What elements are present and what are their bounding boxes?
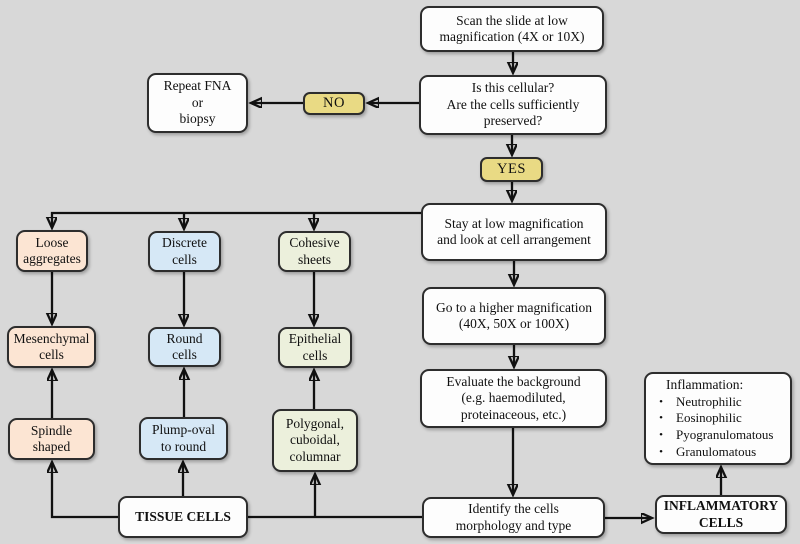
node-epithelial-cells: Epithelial cells xyxy=(278,327,352,368)
node-scan-slide: Scan the slide at low magnification (4X … xyxy=(420,6,604,52)
node-cellular-check: Is this cellular? Are the cells sufficie… xyxy=(419,75,607,135)
bullet-icon: • xyxy=(659,412,663,425)
node-inflammation: Inflammation: • Neutrophilic • Eosinophi… xyxy=(644,372,792,465)
bullet-icon: • xyxy=(659,395,663,408)
node-higher-magnification: Go to a higher magnification (40X, 50X o… xyxy=(422,287,606,345)
node-tissue-cells: TISSUE CELLS xyxy=(118,496,248,538)
node-round-cells: Round cells xyxy=(148,327,221,367)
inflammation-item: • Eosinophilic xyxy=(654,410,786,427)
bullet-icon: • xyxy=(659,446,663,459)
node-evaluate-background: Evaluate the background (e.g. haemodilut… xyxy=(420,369,607,428)
node-yes: YES xyxy=(480,157,543,182)
inflammation-item: • Neutrophilic xyxy=(654,394,786,411)
node-inflammatory-cells: INFLAMMATORY CELLS xyxy=(655,495,787,534)
node-plump-oval: Plump-oval to round xyxy=(139,417,228,460)
inflammation-item: • Pyogranulomatous xyxy=(654,427,786,444)
inflammation-item: • Granulomatous xyxy=(654,444,786,461)
inflammation-title: Inflammation: xyxy=(666,376,744,392)
connector-stay-branch-left xyxy=(52,211,421,227)
bullet-icon: • xyxy=(659,429,663,442)
node-discrete-cells: Discrete cells xyxy=(148,231,221,272)
node-loose-aggregates: Loose aggregates xyxy=(16,230,88,272)
node-polygonal-cuboidal: Polygonal, cuboidal, columnar xyxy=(272,409,358,472)
node-no: NO xyxy=(303,92,365,115)
connector-tissue-to-spindle xyxy=(52,463,118,519)
node-mesenchymal-cells: Mesenchymal cells xyxy=(7,326,96,368)
node-stay-low-mag: Stay at low magnification and look at ce… xyxy=(421,203,607,261)
node-cohesive-sheets: Cohesive sheets xyxy=(278,231,351,272)
node-repeat-fna: Repeat FNA or biopsy xyxy=(147,73,248,133)
node-identify-cells: Identify the cells morphology and type xyxy=(422,497,605,538)
node-spindle-shaped: Spindle shaped xyxy=(8,418,95,460)
